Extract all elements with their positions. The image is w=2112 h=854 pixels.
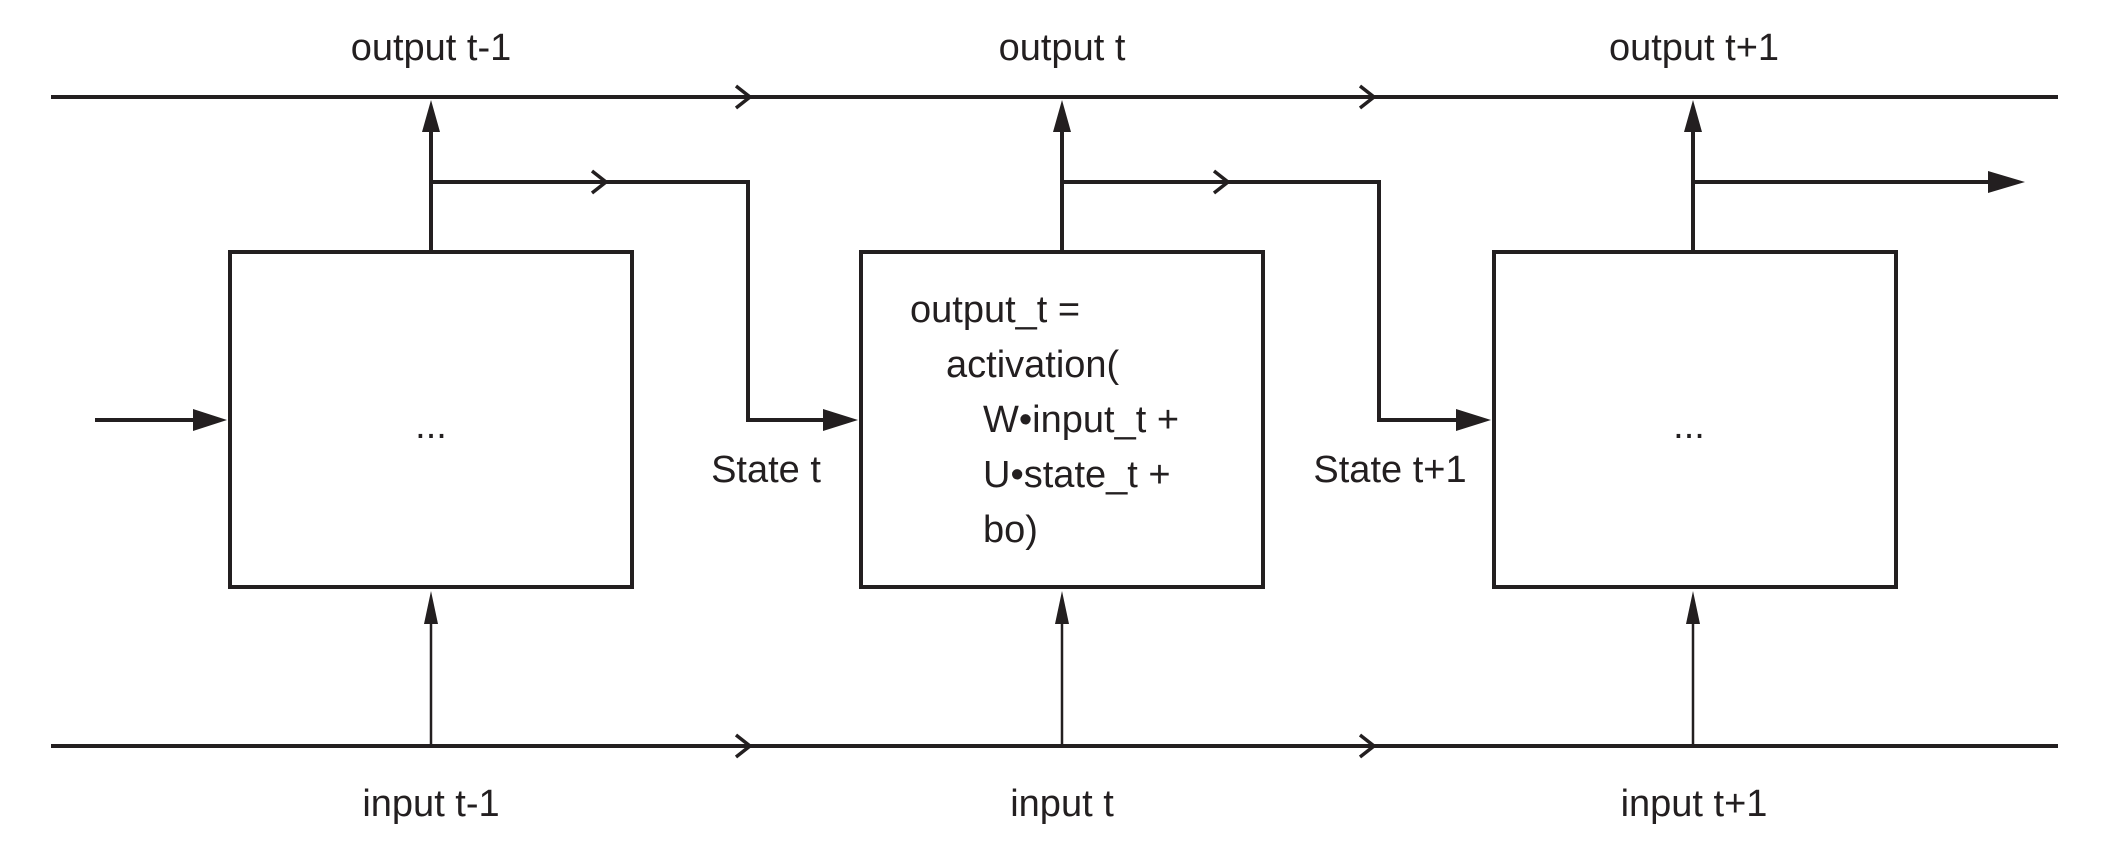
formula-line: bo) (983, 509, 1038, 551)
chevron-right-icon (590, 169, 609, 195)
chevron-right-icon (734, 733, 753, 759)
state-label-t: State t (711, 449, 821, 491)
arrowhead-up-icon (424, 591, 438, 624)
arrowhead-right-icon (193, 409, 227, 431)
chevron-right-icon (1358, 84, 1377, 110)
arrowhead-right-icon (1456, 409, 1491, 431)
formula-line: output_t = (910, 289, 1080, 331)
cell-ellipsis-t-plus-1: ... (1673, 405, 1705, 447)
input-arrow-t-minus-1 (424, 591, 438, 746)
output-arrow-t (1053, 100, 1071, 252)
output-label-t-plus-1: output t+1 (1609, 27, 1779, 69)
formula-line: activation( (946, 344, 1120, 386)
formula-line: U•state_t + (983, 454, 1171, 496)
cell-formula: output_t = activation( W•input_t + U•sta… (910, 289, 1179, 551)
arrowhead-up-icon (422, 100, 440, 132)
input-arrow-t (1055, 591, 1069, 746)
arrowhead-up-icon (1053, 100, 1071, 132)
arrowhead-up-icon (1686, 591, 1700, 624)
state-in-arrow (95, 409, 227, 431)
output-label-t-minus-1: output t-1 (351, 27, 512, 69)
state-branch-t (431, 169, 858, 431)
arrowhead-up-icon (1055, 591, 1069, 624)
chevron-right-icon (1212, 169, 1231, 195)
state-label-t-plus-1: State t+1 (1313, 449, 1466, 491)
arrowhead-right-icon (823, 409, 858, 431)
input-label-t: input t (1010, 783, 1114, 825)
chevron-right-icon (1358, 733, 1377, 759)
formula-line: W•input_t + (983, 399, 1179, 441)
chevron-right-icon (734, 84, 753, 110)
arrowhead-right-icon (1988, 171, 2025, 193)
cell-ellipsis-t-minus-1: ... (415, 405, 447, 447)
input-label-t-plus-1: input t+1 (1621, 783, 1768, 825)
input-label-t-minus-1: input t-1 (362, 783, 499, 825)
output-arrow-t-plus-1 (1684, 100, 1702, 252)
output-arrow-t-minus-1 (422, 100, 440, 252)
output-label-t: output t (999, 27, 1126, 69)
state-branch-t-plus-2 (1693, 171, 2025, 193)
input-arrow-t-plus-1 (1686, 591, 1700, 746)
arrowhead-up-icon (1684, 100, 1702, 132)
state-branch-t-plus-1 (1062, 169, 1491, 431)
